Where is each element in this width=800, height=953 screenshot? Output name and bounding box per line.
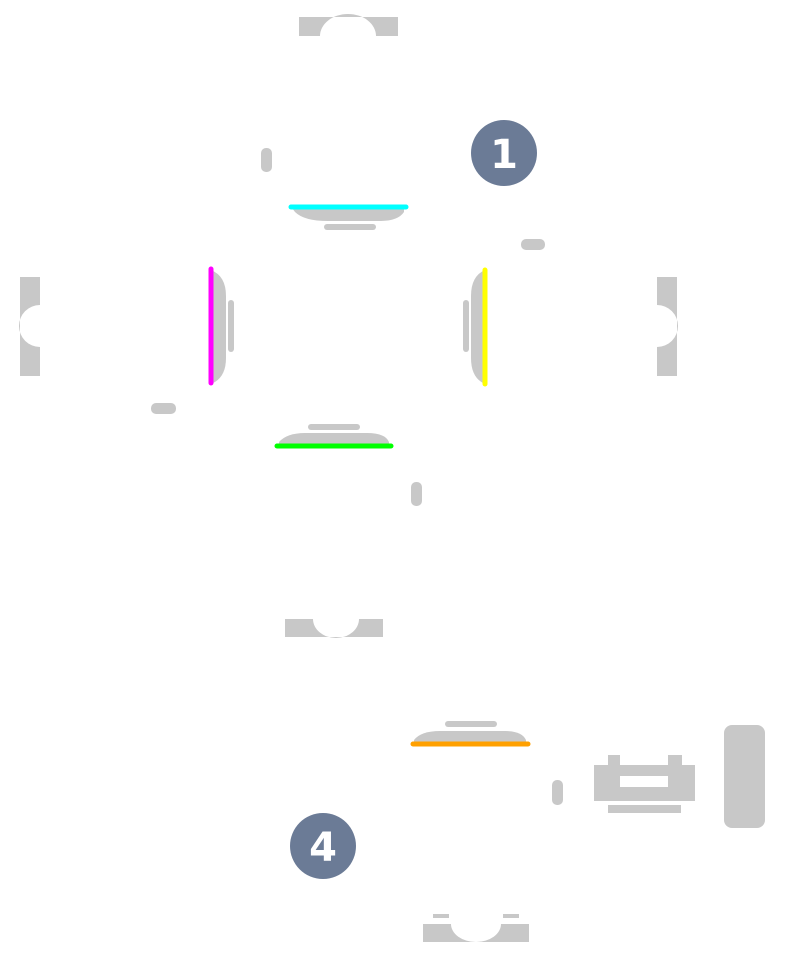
pin-upper-left	[261, 148, 272, 172]
tall-bar	[724, 725, 765, 828]
top-tab	[299, 14, 398, 36]
right-tab	[657, 277, 678, 376]
left-clip	[211, 270, 226, 384]
pin-center	[411, 482, 422, 506]
bracket	[594, 755, 695, 801]
bottom-clip	[279, 433, 389, 446]
left-tab	[19, 277, 40, 376]
bottom-clip-tail	[308, 424, 360, 430]
step-badge-4-circle	[290, 813, 356, 879]
bottom-tab-ear-left	[433, 914, 449, 918]
bottom-tab-ear-right	[503, 914, 519, 918]
lower-clip-tail	[445, 721, 497, 727]
lower-clip	[414, 731, 526, 744]
top-clip-tail	[324, 224, 376, 230]
step-badge-4-label: 4	[309, 825, 337, 871]
bottom-tab	[423, 924, 529, 942]
middle-tab	[285, 619, 383, 638]
left-clip-tail	[228, 300, 234, 352]
bracket-base	[608, 805, 681, 813]
step-badge-1-label: 1	[490, 132, 518, 178]
step-badge-4: 4	[290, 813, 356, 879]
step-badge-1: 1	[471, 120, 537, 186]
step-badge-1-circle	[471, 120, 537, 186]
pin-upper-right	[521, 239, 545, 250]
top-clip	[292, 208, 404, 221]
pin-lower	[552, 780, 563, 805]
pin-left	[151, 403, 176, 414]
right-clip-tail	[463, 300, 469, 352]
right-clip	[471, 270, 485, 384]
